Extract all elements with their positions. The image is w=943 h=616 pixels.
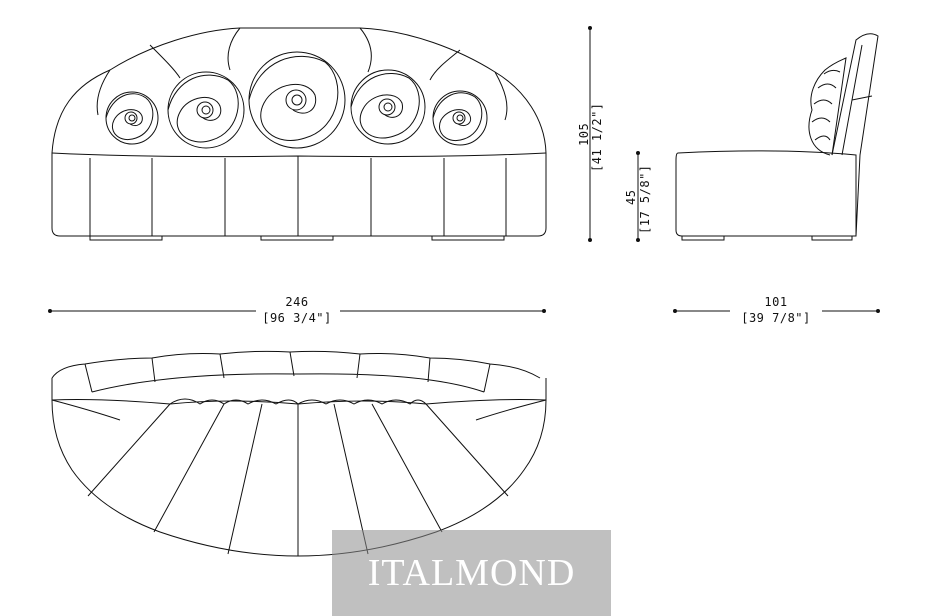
front-view-sofa — [51, 27, 547, 241]
height-label: 105 — [577, 122, 591, 146]
rose-cushion-2 — [167, 71, 245, 149]
seat-height-imperial-label: [17 5/8"] — [638, 164, 652, 234]
depth-label: 101 — [764, 295, 788, 309]
front-seat-seams — [89, 156, 507, 236]
side-foot-front — [681, 235, 725, 241]
top-back-seams — [84, 351, 491, 393]
watermark-text: ITALMOND — [367, 552, 576, 594]
dimension-line-seat-height — [636, 151, 640, 242]
rose-cushion-1 — [105, 91, 159, 145]
top-side-curves — [51, 399, 547, 421]
watermark-logo: ITALMOND — [332, 530, 611, 616]
width-label: 246 — [285, 295, 309, 309]
rose-cushion-5 — [432, 90, 488, 146]
side-back-inner — [841, 44, 873, 156]
front-foot-right — [431, 235, 505, 241]
side-cushion-folds — [811, 69, 841, 141]
front-seat-top — [51, 152, 547, 158]
rose-cushion-3 — [248, 51, 346, 149]
side-view-sofa — [675, 33, 879, 241]
dimension-line-height — [588, 26, 592, 242]
side-foot-back — [811, 235, 853, 241]
front-foot-left — [89, 235, 163, 241]
side-back-outline — [831, 33, 879, 237]
top-seat-seams — [87, 403, 509, 556]
top-outer-edge — [51, 350, 541, 379]
rose-cushion-4 — [350, 69, 426, 145]
front-backrest-seams — [96, 27, 508, 121]
side-seat-outline — [675, 150, 857, 237]
height-imperial-label: [41 1/2"] — [590, 102, 604, 172]
width-imperial-label: [96 3/4"] — [262, 311, 332, 325]
depth-imperial-label: [39 7/8"] — [741, 311, 811, 325]
front-foot-center — [260, 235, 334, 241]
dimension-line-depth — [673, 309, 880, 313]
top-view-sofa — [51, 350, 547, 557]
front-seat-outline — [51, 153, 547, 237]
side-cushion-profile — [808, 57, 847, 156]
dimension-line-width — [48, 309, 546, 313]
seat-height-label: 45 — [624, 189, 638, 205]
